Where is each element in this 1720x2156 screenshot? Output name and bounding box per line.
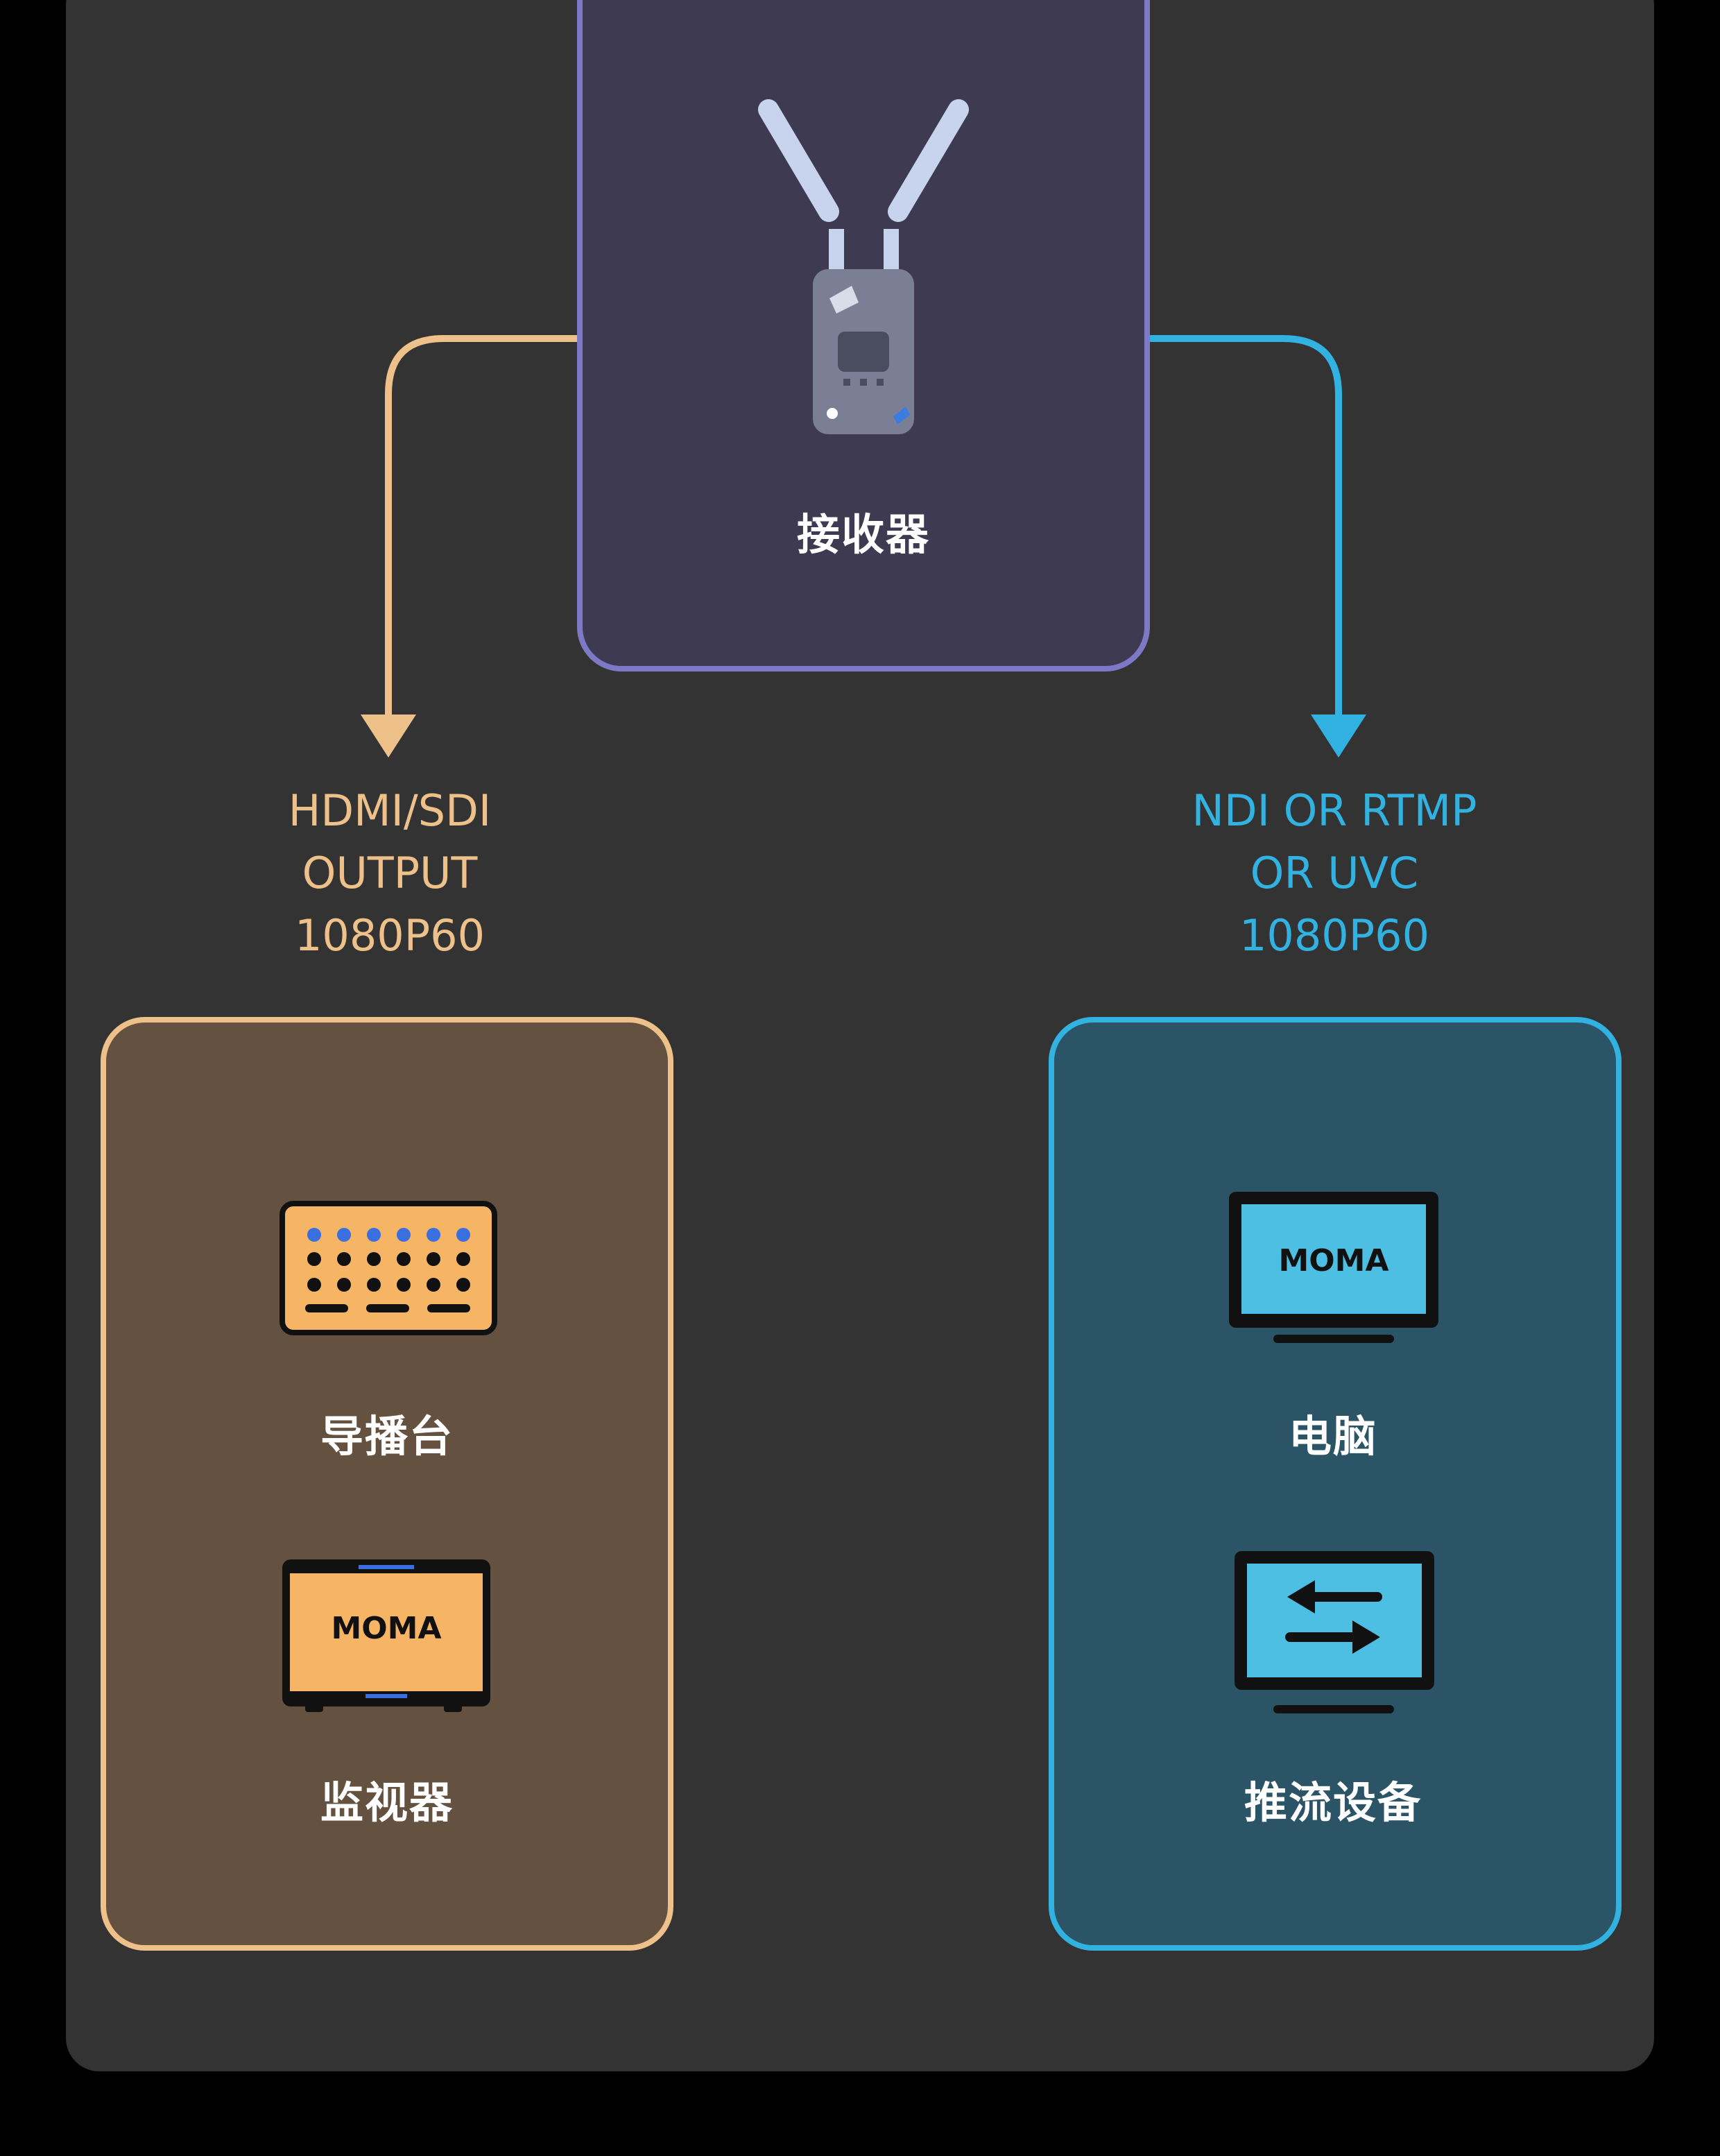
streaming-device-label: 推流设备 (1244, 1777, 1422, 1828)
computer-label: 电脑 (1288, 1411, 1377, 1462)
right-output-line-2: OR UVC (1250, 848, 1419, 898)
computer-brand: MOMA (1278, 1243, 1388, 1278)
right-output-line-3: 1080P60 (1239, 910, 1430, 961)
receiver-label: 接收器 (796, 509, 930, 560)
monitor-label: 监视器 (320, 1777, 454, 1828)
left-connector-line (385, 335, 577, 721)
left-output-line-2: OUTPUT (302, 848, 478, 898)
right-output-line-1: NDI OR RTMP (1192, 785, 1477, 836)
monitor-brand: MOMA (331, 1611, 441, 1646)
left-arrow-head (361, 715, 416, 758)
right-connector-line (1150, 335, 1342, 721)
left-output-line-3: 1080P60 (294, 910, 485, 961)
right-arrow-head (1311, 715, 1366, 758)
left-device-group (101, 1017, 673, 1951)
switcher-label: 导播台 (320, 1411, 454, 1462)
right-device-group (1049, 1017, 1622, 1951)
left-output-line-1: HDMI/SDI (288, 785, 492, 836)
